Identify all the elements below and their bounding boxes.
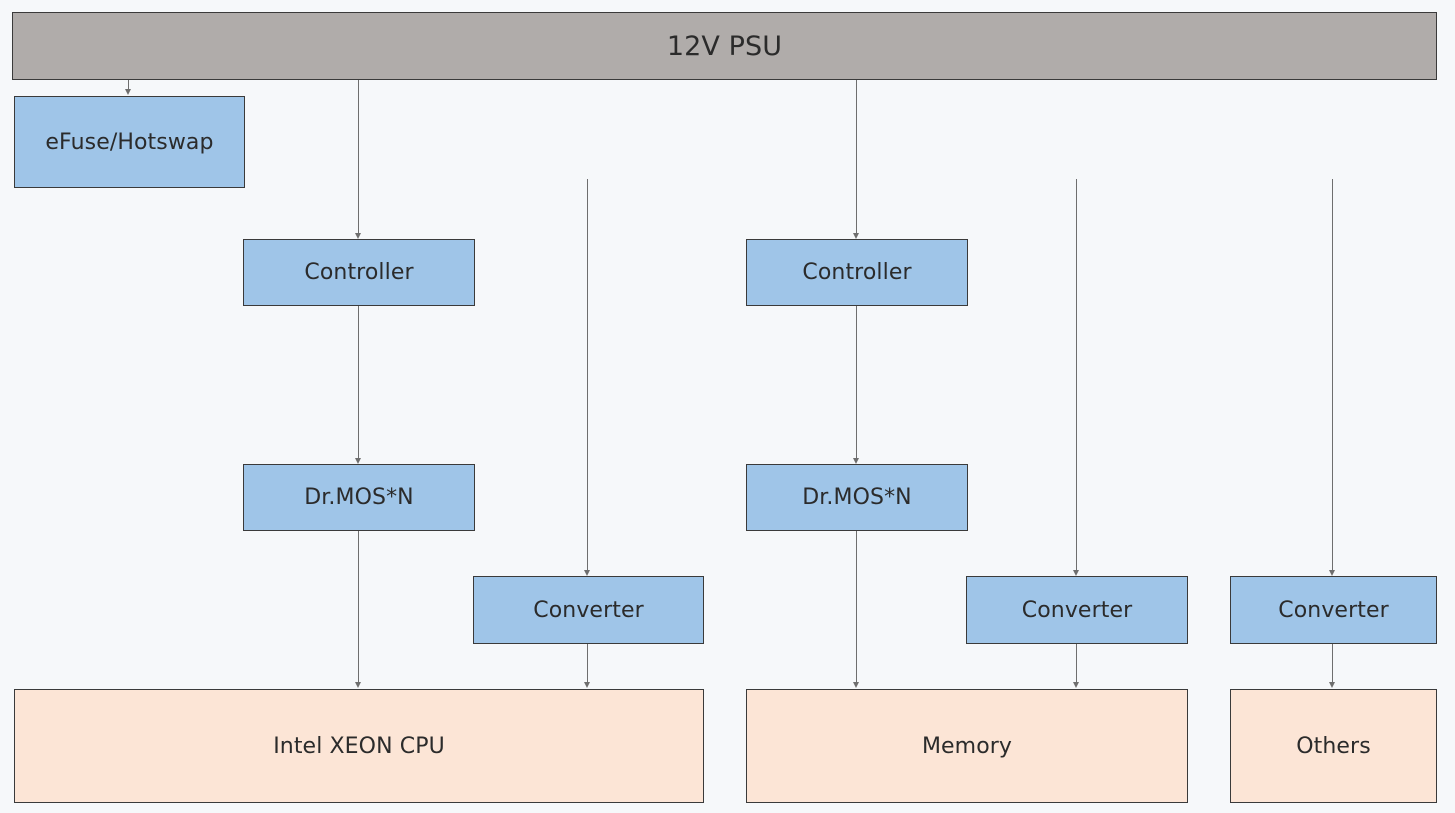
memory-controller-box: Controller — [746, 239, 968, 306]
connector-cpu-drmos-to-cpu — [358, 530, 359, 683]
connector-rail-to-cpu-converter — [587, 179, 588, 571]
efuse-hotswap-box: eFuse/Hotswap — [14, 96, 245, 188]
connector-memory-converter-to-memory — [1076, 643, 1077, 683]
memory-drmos-box: Dr.MOS*N — [746, 464, 968, 531]
connector-cpu-controller-to-drmos — [358, 305, 359, 459]
connector-rail-to-others-converter — [1332, 179, 1333, 571]
connector-memory-controller-to-drmos — [856, 305, 857, 459]
arrowhead-memory-drmos — [853, 458, 859, 464]
memory-load-box: Memory — [746, 689, 1188, 803]
arrowhead-cpu-drmos — [355, 458, 361, 464]
arrowhead-cpu-from-converter — [584, 682, 590, 688]
memory-converter-box: Converter — [966, 576, 1188, 644]
arrowhead-others-from-converter — [1329, 682, 1335, 688]
cpu-converter-box: Converter — [473, 576, 704, 644]
arrowhead-others-converter — [1329, 570, 1335, 576]
connector-others-converter-to-others — [1332, 643, 1333, 683]
cpu-controller-box: Controller — [243, 239, 475, 306]
arrowhead-memory-from-drmos — [853, 682, 859, 688]
arrowhead-memory-from-converter — [1073, 682, 1079, 688]
cpu-load-box: Intel XEON CPU — [14, 689, 704, 803]
arrowhead-cpu-controller — [355, 233, 361, 239]
arrowhead-memory-controller — [853, 233, 859, 239]
arrowhead-memory-converter — [1073, 570, 1079, 576]
connector-cpu-converter-to-cpu — [587, 643, 588, 683]
arrowhead-cpu-converter — [584, 570, 590, 576]
arrowhead-efuse — [125, 89, 131, 95]
connector-psu-to-efuse — [128, 80, 129, 90]
arrowhead-cpu-from-drmos — [355, 682, 361, 688]
psu-box: 12V PSU — [12, 12, 1437, 80]
connector-psu-to-cpu-controller — [358, 80, 359, 234]
cpu-drmos-box: Dr.MOS*N — [243, 464, 475, 531]
connector-rail-to-memory-converter — [1076, 179, 1077, 571]
others-load-box: Others — [1230, 689, 1437, 803]
others-converter-box: Converter — [1230, 576, 1437, 644]
connector-psu-to-memory-controller — [856, 80, 857, 234]
connector-memory-drmos-to-memory — [856, 530, 857, 683]
